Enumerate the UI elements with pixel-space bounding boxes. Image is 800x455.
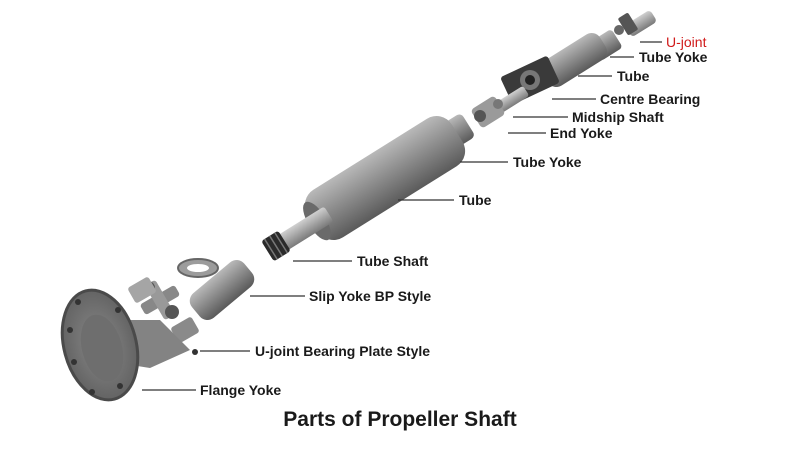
top-tube-part: [540, 33, 608, 87]
label-flange-yoke: Flange Yoke: [200, 382, 282, 398]
leader-lines: [142, 41, 662, 391]
slip-yoke-part: [177, 258, 255, 321]
label-slip-yoke: Slip Yoke BP Style: [309, 288, 432, 304]
label-midship-shaft: Midship Shaft: [572, 109, 664, 125]
label-tube-main: Tube: [459, 192, 492, 208]
label-centre-bearing: Centre Bearing: [600, 91, 701, 107]
u-joint-bearing-plate-part: [128, 277, 199, 355]
diagram-caption: Parts of Propeller Shaft: [283, 408, 517, 431]
label-tube-yoke-mid: Tube Yoke: [513, 154, 582, 170]
label-tube-top: Tube: [617, 68, 650, 84]
label-end-yoke: End Yoke: [550, 125, 613, 141]
label-tube-yoke-top: Tube Yoke: [639, 49, 708, 65]
label-tube-shaft: Tube Shaft: [357, 253, 429, 269]
tube-shaft-part: [262, 207, 333, 261]
flange-yoke-part: [60, 288, 190, 402]
label-u-joint: U-joint: [666, 34, 707, 50]
top-u-joint-part: [614, 11, 656, 36]
end-yoke-part: [471, 96, 505, 128]
label-u-joint-bearing: U-joint Bearing Plate Style: [255, 343, 431, 359]
